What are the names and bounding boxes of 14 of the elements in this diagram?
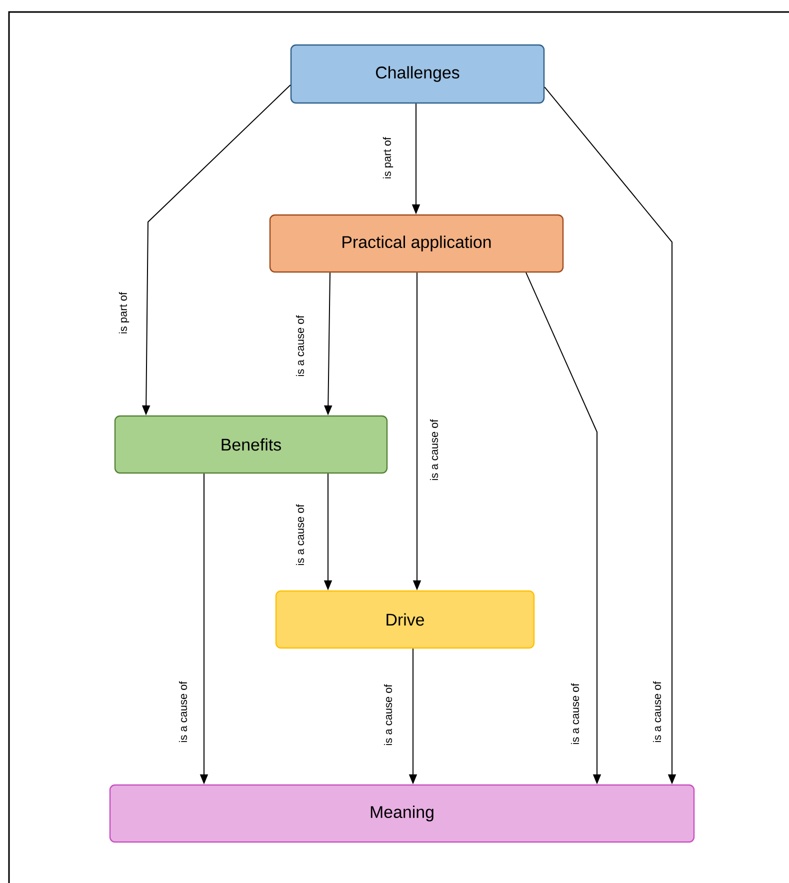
edge-label: is a cause of — [296, 504, 304, 566]
edge-label: is a cause of — [570, 683, 580, 744]
concept-box: Meaning — [109, 784, 695, 843]
concept-box: Practical application — [269, 214, 564, 273]
concept-box: Benefits — [114, 415, 388, 474]
edge-label: is a cause of — [652, 681, 662, 742]
edge-label: is a cause of — [296, 315, 304, 376]
edge-label: is a cause of — [384, 684, 392, 746]
concept-box: Challenges — [290, 44, 545, 104]
edge-label: is a cause of — [178, 681, 188, 742]
edge-label: is part of — [382, 137, 394, 178]
concept-box: Drive — [275, 590, 535, 649]
edge-label: is a cause of — [430, 419, 438, 480]
edge-label: is part of — [118, 292, 130, 334]
